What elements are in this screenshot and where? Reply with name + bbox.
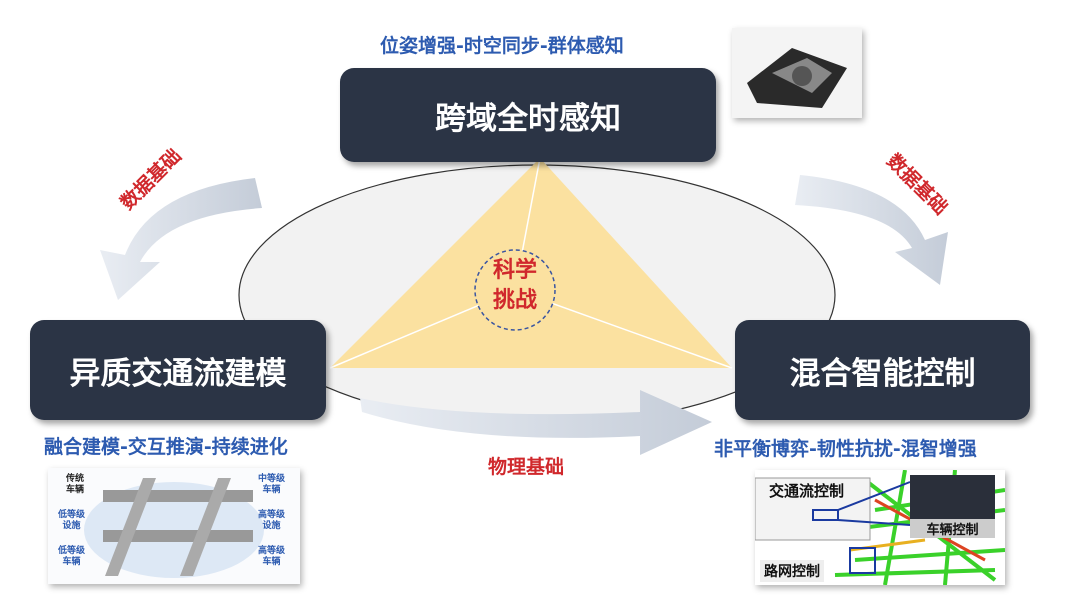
physics-foundation-label: 物理基础	[488, 456, 565, 478]
network-control-label: 路网控制	[760, 560, 824, 582]
challenge-circle	[474, 249, 556, 331]
vehicle-control-label: 车辆控制	[910, 519, 995, 538]
challenge-line1: 科学	[492, 258, 537, 283]
traffic-flow-control-label: 交通流控制	[769, 482, 845, 500]
cross-domain-perception-box: 跨域全时感知	[340, 68, 716, 162]
legend-traditional-vehicle: 传统车辆	[66, 474, 85, 495]
control-map-image: 交通流控制 车辆控制 路网控制	[755, 470, 1005, 585]
traffic-modeling-box: 异质交通流建模	[30, 320, 326, 420]
right-subtitle: 非平衡博弈-韧性抗扰-混智增强	[714, 438, 977, 460]
left-subtitle: 融合建模-交互推演-持续进化	[44, 436, 288, 458]
science-challenge-label: 科学 挑战	[475, 256, 555, 316]
legend-low-vehicle: 低等级车辆	[58, 546, 86, 567]
bottom-curved-arrow	[360, 390, 712, 455]
legend-high-facility: 高等级设施	[258, 510, 286, 531]
legend-low-facility: 低等级设施	[58, 510, 86, 531]
top-subtitle: 位姿增强-时空同步-群体感知	[380, 35, 624, 57]
traffic-scene-image: 传统车辆 中等级车辆 低等级设施 高等级设施 低等级车辆 高等级车辆	[48, 468, 300, 584]
legend-mid-vehicle: 中等级车辆	[258, 474, 286, 495]
left-curved-arrow	[100, 178, 262, 300]
challenge-line2: 挑战	[492, 288, 537, 313]
hybrid-control-box: 混合智能控制	[735, 320, 1030, 420]
sensor-device-photo	[732, 28, 862, 118]
legend-high-vehicle: 高等级车辆	[258, 546, 286, 567]
right-curved-arrow	[795, 175, 948, 285]
